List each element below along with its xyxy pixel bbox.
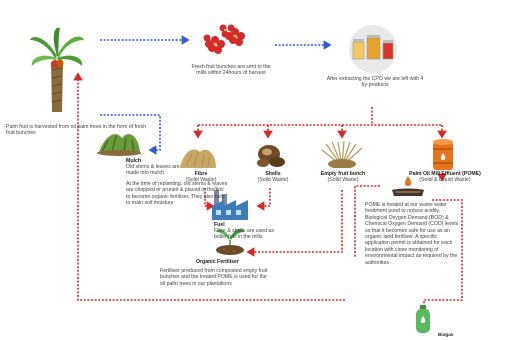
mulch-icon bbox=[97, 134, 141, 156]
shells-icon bbox=[257, 145, 285, 167]
byproduct-efb-sub: (Solid Waste) bbox=[327, 177, 359, 183]
arrow-fibre-to-fuel bbox=[204, 188, 215, 211]
byproduct-shells-name: Shells bbox=[265, 171, 281, 177]
pome-treatment-text: POME is treated at our waste water treat… bbox=[365, 202, 459, 266]
biogas-cylinder-icon bbox=[416, 305, 430, 333]
byproduct-pome-name: Palm Oil Mill Effluent (POME) bbox=[409, 171, 481, 177]
empty-fruit-bunch-icon bbox=[321, 140, 363, 168]
fuel-factory-icon bbox=[212, 186, 248, 220]
fuel-title: Fuel bbox=[214, 222, 225, 228]
after-cpo-text: After extracting the CPO we are left wit… bbox=[326, 76, 424, 89]
replanting-text: At the time of replanting, old stems & l… bbox=[126, 181, 228, 207]
byproduct-shells-sub: (Solid Waste) bbox=[257, 177, 289, 183]
arrow-treatment-left bbox=[354, 185, 380, 258]
byproduct-efb-name: Empty fruit bunch bbox=[320, 171, 366, 177]
mulch-title: Mulch bbox=[126, 158, 141, 164]
organic-fertiliser-icon bbox=[216, 228, 244, 255]
palm-tree-icon bbox=[30, 27, 84, 112]
arrow-harvest-to-mulch bbox=[100, 114, 161, 155]
fuel-desc: Fibre & shells are used as boiler fuel i… bbox=[214, 228, 274, 241]
arrow-efb-to-fertiliser bbox=[246, 190, 343, 257]
mulch-desc: Old stems & leaves are made into mulch bbox=[126, 164, 180, 177]
organic-fertiliser-desc: Fertiliser produced from composted empty… bbox=[160, 268, 268, 287]
treatment-pond-icon bbox=[392, 176, 424, 196]
byproduct-fibre-name: Fibre bbox=[194, 171, 208, 177]
byproduct-pome-sub: (Solid & Liquid Waste) bbox=[419, 177, 471, 183]
cpo-jars-icon bbox=[349, 25, 397, 73]
arrow-fertiliser-to-tree bbox=[73, 72, 345, 301]
biogas-label: Biogas bbox=[438, 332, 454, 337]
fresh-fruit-text: Fresh fruit bunches are sent to the mill… bbox=[191, 64, 271, 77]
arrow-shells-to-fuel bbox=[256, 188, 271, 211]
pome-barrel-icon bbox=[433, 139, 453, 170]
harvest-text: Palm fruit is harvested from oil palm tr… bbox=[6, 124, 147, 137]
fibre-icon bbox=[180, 149, 216, 168]
fruit-bunches-icon bbox=[203, 24, 245, 54]
byproduct-fibre-sub: (Solid Waste) bbox=[185, 177, 217, 183]
organic-fertiliser-title: Organic Fertiliser bbox=[196, 259, 239, 265]
